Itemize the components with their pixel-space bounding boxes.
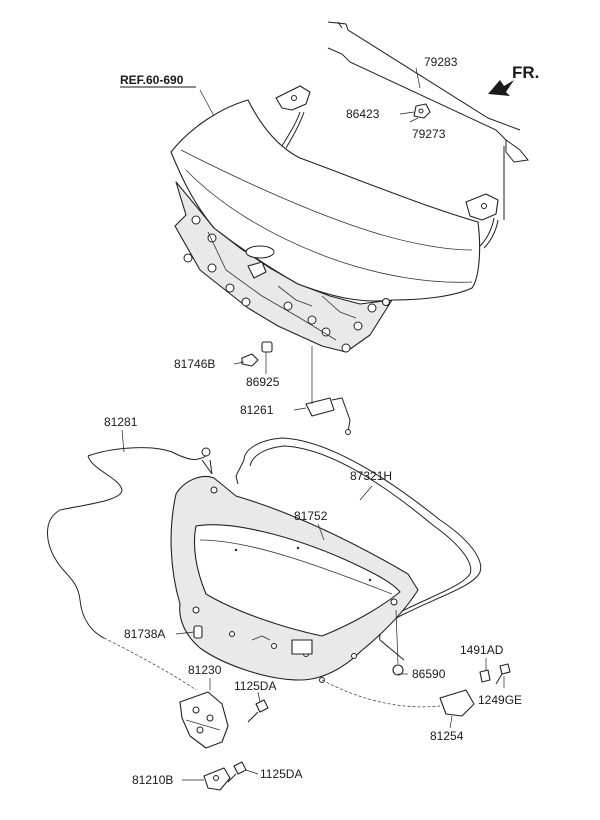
front-direction-arrow	[488, 80, 514, 96]
torsion-bar-79273	[327, 47, 529, 220]
part-label-86423: 86423	[346, 107, 380, 121]
clip-86590	[392, 664, 404, 676]
part-label-81752: 81752	[294, 509, 328, 523]
reference-label: REF.60-690	[120, 73, 184, 87]
leader-lines	[121, 67, 505, 781]
part-label-87321H: 87321H	[350, 469, 392, 483]
bolt-1125DA-lower	[227, 761, 247, 783]
part-label-86925: 86925	[246, 375, 280, 389]
part-label-81210B: 81210B	[132, 773, 173, 787]
part-label-81738A: 81738A	[124, 627, 165, 641]
part-label-79283: 79283	[424, 55, 458, 69]
trunk-trim-81752	[170, 476, 419, 683]
actuator-81261	[305, 397, 351, 435]
part-label-79273: 79273	[412, 127, 446, 141]
bolt-1125DA-upper	[247, 699, 269, 723]
part-label-81746B: 81746B	[174, 357, 215, 371]
screw-1249GE	[495, 663, 511, 685]
part-label-1125DA-lower: 1125DA	[260, 767, 302, 781]
clip-81738A	[193, 625, 203, 639]
part-label-1125DA-upper: 1125DA	[234, 679, 276, 693]
direction-label: FR.	[512, 63, 539, 82]
part-label-81254: 81254	[430, 729, 464, 743]
part-label-86590: 86590	[412, 667, 446, 681]
part-label-1491AD: 1491AD	[460, 643, 504, 657]
part-label-81230: 81230	[188, 663, 222, 677]
trunk-hinge-right	[465, 193, 499, 249]
bracket-86423	[413, 103, 431, 119]
part-label-1249GE: 1249GE	[478, 693, 522, 707]
trunk-hinge-left	[275, 85, 311, 149]
grommet-81746B	[241, 353, 259, 367]
trunk-switch-81254	[321, 679, 475, 717]
part-label-81281: 81281	[104, 415, 138, 429]
torsion-bar-79283	[327, 21, 521, 131]
lid-latch-bracket	[247, 261, 267, 279]
clip-1491AD	[479, 669, 491, 683]
striker-81210B	[203, 767, 231, 791]
part-label-81261: 81261	[240, 403, 274, 417]
trunk-lid-panel	[170, 99, 481, 353]
release-cable-81281	[47, 447, 213, 691]
trunk-latch-81230	[179, 691, 229, 749]
diagram-labels: REF.60-690 FR. 79283 86423 79273 81746B …	[104, 55, 539, 787]
plug-86925	[261, 341, 273, 353]
